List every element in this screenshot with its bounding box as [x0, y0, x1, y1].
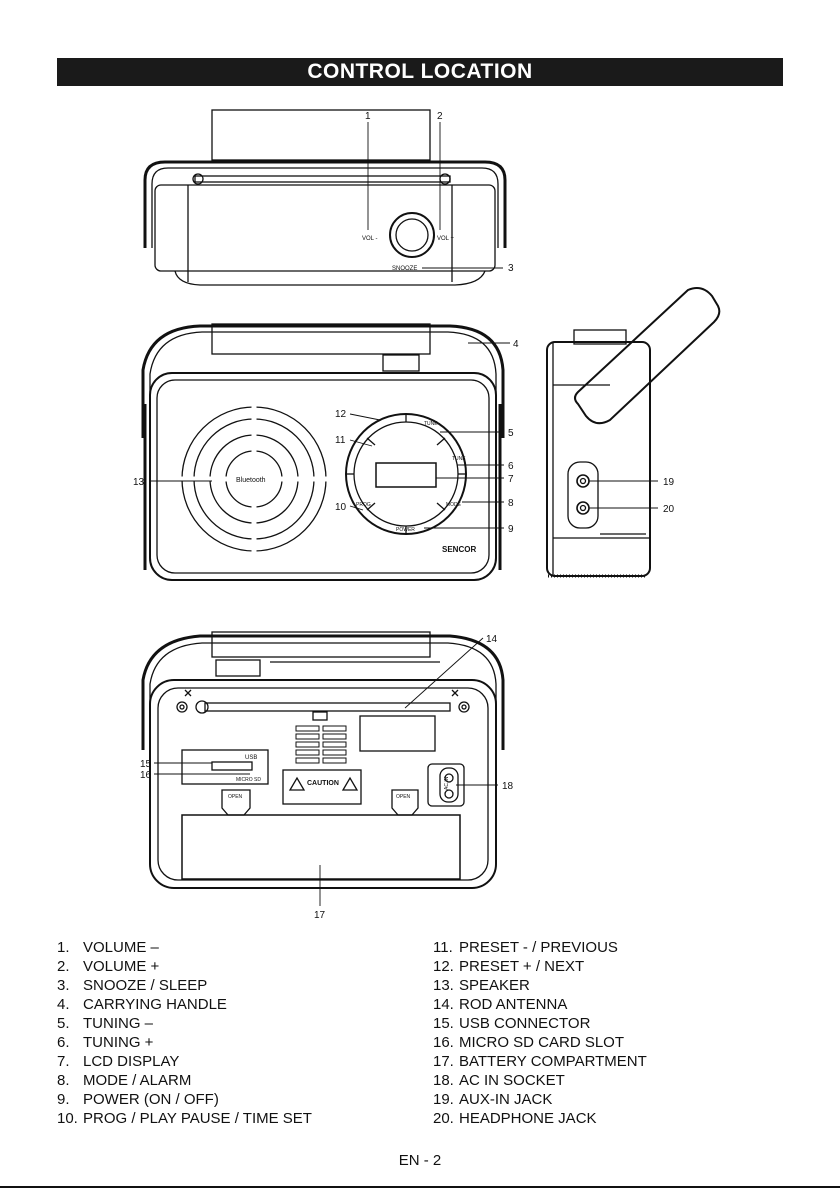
tune-plus-label: TUNE	[452, 456, 466, 462]
parts-list-right: 11.PRESET - / PREVIOUS 12.PRESET + / NEX…	[433, 938, 647, 1128]
callout-2: 2	[437, 111, 443, 122]
list-item: 12.PRESET + / NEXT	[433, 958, 585, 975]
callout-20: 20	[663, 504, 675, 515]
usb-label: USB	[245, 755, 257, 761]
vol-plus-label: VOL +	[437, 236, 454, 242]
callout-13: 13	[133, 477, 145, 488]
caution-label: CAUTION	[307, 780, 339, 787]
list-item: 4.CARRYING HANDLE	[57, 996, 227, 1013]
callout-19: 19	[663, 477, 675, 488]
bluetooth-label: Bluetooth	[236, 477, 266, 484]
bottom-divider	[0, 1186, 840, 1188]
callout-9: 9	[508, 524, 514, 535]
page-number: EN - 2	[398, 1152, 442, 1169]
tune-minus-label: TUNE	[424, 421, 438, 427]
top-view: VOL - VOL + SNOOZE	[143, 109, 507, 286]
callout-numbers: 1 2 3 4 5 6 7 8 9 10 11 12 13 14 15 16 1…	[133, 111, 675, 921]
list-item: 9.POWER (ON / OFF)	[57, 1091, 219, 1108]
brand-label: SENCOR	[442, 545, 476, 554]
callout-16: 16	[140, 770, 152, 781]
list-item: 14.ROD ANTENNA	[433, 996, 568, 1013]
list-item: 17.BATTERY COMPARTMENT	[433, 1053, 647, 1070]
open-left-label: OPEN	[228, 794, 243, 800]
callout-3: 3	[508, 263, 514, 274]
callout-4: 4	[513, 339, 519, 350]
micro-sd-label: MICRO SD	[236, 777, 261, 783]
list-item: 10.PROG / PLAY PAUSE / TIME SET	[57, 1110, 312, 1127]
callout-15: 15	[140, 759, 152, 770]
callout-10: 10	[335, 502, 347, 513]
list-item: 8.MODE / ALARM	[57, 1072, 192, 1089]
front-view: Bluetooth POWER MODE TUNE TUNE PROG SENC…	[141, 323, 505, 581]
list-item: 18.AC IN SOCKET	[433, 1072, 565, 1089]
list-item: 15.USB CONNECTOR	[433, 1015, 591, 1032]
page-title: CONTROL LOCATION	[57, 58, 783, 86]
list-item: 5.TUNING –	[57, 1015, 154, 1032]
list-item: 13.SPEAKER	[433, 977, 530, 994]
vol-minus-label: VOL -	[362, 236, 377, 242]
callout-14: 14	[486, 634, 498, 645]
side-view	[546, 287, 721, 578]
callout-11: 11	[335, 435, 346, 446]
list-item: 16.MICRO SD CARD SLOT	[433, 1034, 625, 1051]
callout-18: 18	[502, 781, 514, 792]
callout-6: 6	[508, 461, 514, 472]
callout-5: 5	[508, 428, 514, 439]
list-item: 2.VOLUME +	[57, 958, 160, 975]
callout-1: 1	[365, 111, 371, 122]
list-item: 1.VOLUME –	[57, 939, 159, 956]
ac-in-label: AC IN	[444, 776, 450, 790]
control-location-diagram: VOL - VOL + SNOOZE Bluetooth POWER	[133, 109, 721, 921]
prog-label: PROG	[356, 502, 371, 508]
parts-list-left: 1.VOLUME – 2.VOLUME + 3.SNOOZE / SLEEP 4…	[57, 938, 312, 1128]
list-item: 6.TUNING +	[57, 1034, 154, 1051]
mode-label: MODE	[446, 502, 462, 508]
back-view: USB MICRO SD CAUTION AC IN OPEN OPEN	[141, 631, 505, 889]
callout-17: 17	[314, 910, 326, 921]
list-item: 3.SNOOZE / SLEEP	[57, 977, 208, 994]
snooze-label: SNOOZE	[392, 266, 417, 272]
callout-lines	[150, 122, 658, 906]
list-item: 11.PRESET - / PREVIOUS	[433, 939, 618, 956]
open-right-label: OPEN	[396, 794, 411, 800]
power-label: POWER	[396, 527, 415, 533]
list-item: 7.LCD DISPLAY	[57, 1053, 180, 1070]
callout-8: 8	[508, 498, 514, 509]
callout-7: 7	[508, 474, 514, 485]
callout-12: 12	[335, 409, 347, 420]
list-item: 20.HEADPHONE JACK	[433, 1110, 597, 1127]
list-item: 19.AUX-IN JACK	[433, 1091, 553, 1108]
